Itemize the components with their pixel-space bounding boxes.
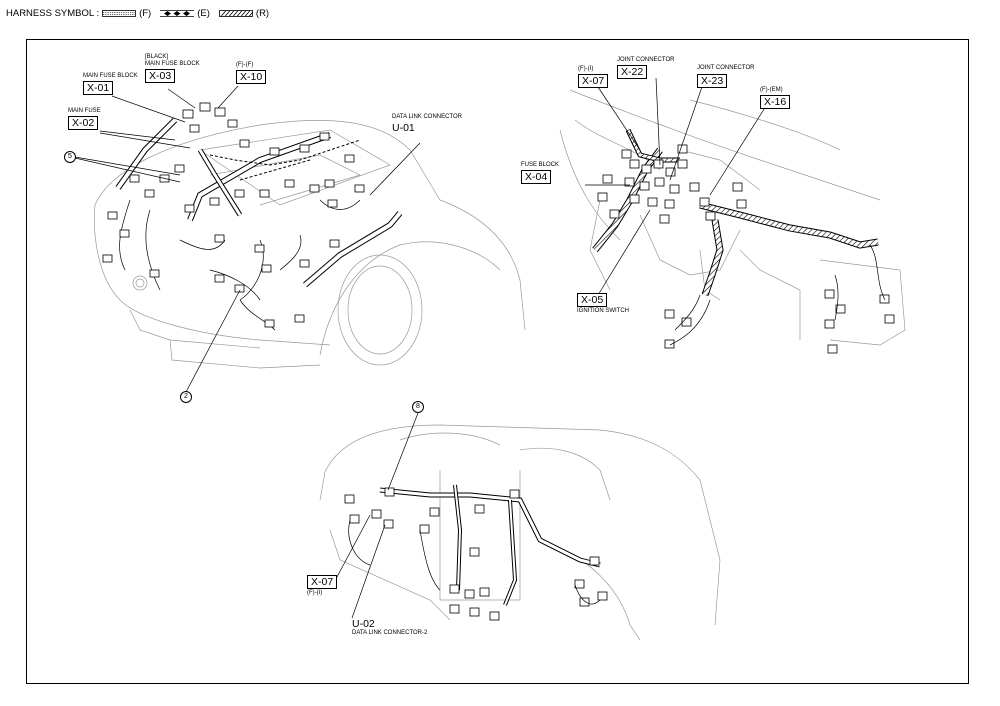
x05-label: X-05 (577, 293, 608, 307)
legend-code-r: (R) (255, 7, 270, 19)
x03-label: X-03 (145, 69, 176, 83)
x02-caption: MAIN FUSE (68, 108, 101, 114)
legend-title: HARNESS SYMBOL : (6, 7, 100, 19)
ref-number-5: 5 (64, 151, 76, 163)
engine-compartment-view (74, 85, 526, 393)
x01-caption: MAIN FUSE BLOCK (83, 73, 138, 79)
x07-dash-label: X-07 (307, 575, 338, 589)
x05-caption: IGNITION SWITCH (577, 308, 629, 314)
u01-label: U-01 (392, 122, 415, 134)
x23-label: X-23 (697, 74, 728, 88)
u02-caption: DATA LINK CONNECTOR-2 (352, 630, 428, 636)
x22-caption: JOINT CONNECTOR (617, 57, 675, 63)
x07-caption: (F)-(I) (578, 66, 594, 72)
x01-label: X-01 (83, 81, 114, 95)
legend-symbol-diamonds (160, 9, 195, 17)
legend-code-f: (F) (139, 7, 152, 19)
x22-label: X-22 (617, 65, 648, 79)
x03-caption-line1: [BLACK] (145, 54, 169, 60)
u01-caption: DATA LINK CONNECTOR (392, 114, 463, 120)
x04-caption: FUSE BLOCK (521, 162, 560, 168)
x02-label: X-02 (68, 116, 99, 130)
dashboard-view (319, 412, 721, 641)
interior-fuse-block-view (559, 77, 906, 354)
x10-caption: (F)-(F) (236, 62, 254, 68)
legend-symbol-dotted (102, 9, 136, 17)
legend-code-e: (E) (197, 7, 210, 19)
x10-label: X-10 (236, 70, 267, 84)
x07-label: X-07 (578, 74, 609, 88)
ref-number-8: 8 (412, 401, 424, 413)
legend-symbol-hatched (219, 9, 253, 17)
x04-label: X-04 (521, 170, 552, 184)
x23-caption: JOINT CONNECTOR (697, 65, 755, 71)
diagram-frame (26, 39, 969, 684)
x03-caption-line2: MAIN FUSE BLOCK (145, 61, 200, 67)
ref-number-2: 2 (180, 391, 192, 403)
x07-dash-caption: (F)-(I) (307, 590, 323, 596)
u02-label: U-02 (352, 618, 375, 630)
harness-symbol-legend: HARNESS SYMBOL : (F) (E) (R) (6, 6, 275, 20)
x16-caption: (F)-(EM) (760, 87, 783, 93)
x16-label: X-16 (760, 95, 791, 109)
